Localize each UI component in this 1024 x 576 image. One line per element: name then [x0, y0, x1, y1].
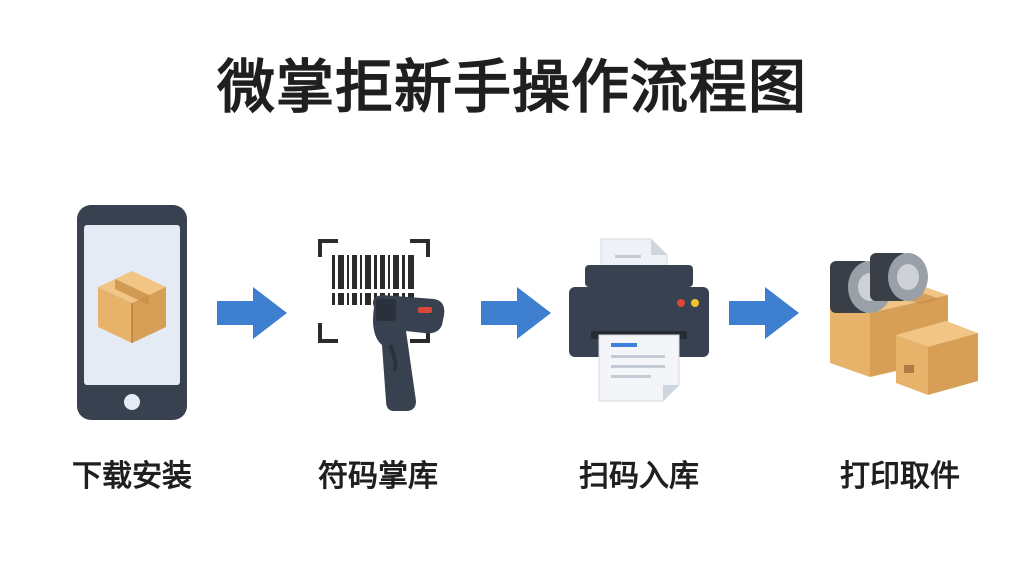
arrow-right-icon	[479, 285, 553, 341]
barcode-scanner-icon	[278, 195, 478, 425]
diagram-title: 微掌拒新手操作流程图	[216, 53, 807, 121]
arrow-right-icon	[215, 285, 289, 341]
step-label: 符码掌库	[318, 459, 438, 494]
package-boxes-with-tape-rolls-icon	[800, 195, 1000, 425]
step-scan-code: 符码掌库	[278, 195, 478, 515]
step-download-install: 下载安装	[32, 195, 232, 515]
step-print-pickup: 打印取件	[800, 195, 1000, 515]
arrow-right-icon	[727, 285, 801, 341]
step-label: 打印取件	[840, 459, 960, 494]
step-label: 下载安装	[72, 459, 192, 494]
step-scan-stock-in: 扫码入库	[539, 195, 739, 515]
smartphone-with-package-icon	[32, 195, 232, 425]
step-label: 扫码入库	[579, 459, 699, 494]
printer-icon	[539, 195, 739, 425]
